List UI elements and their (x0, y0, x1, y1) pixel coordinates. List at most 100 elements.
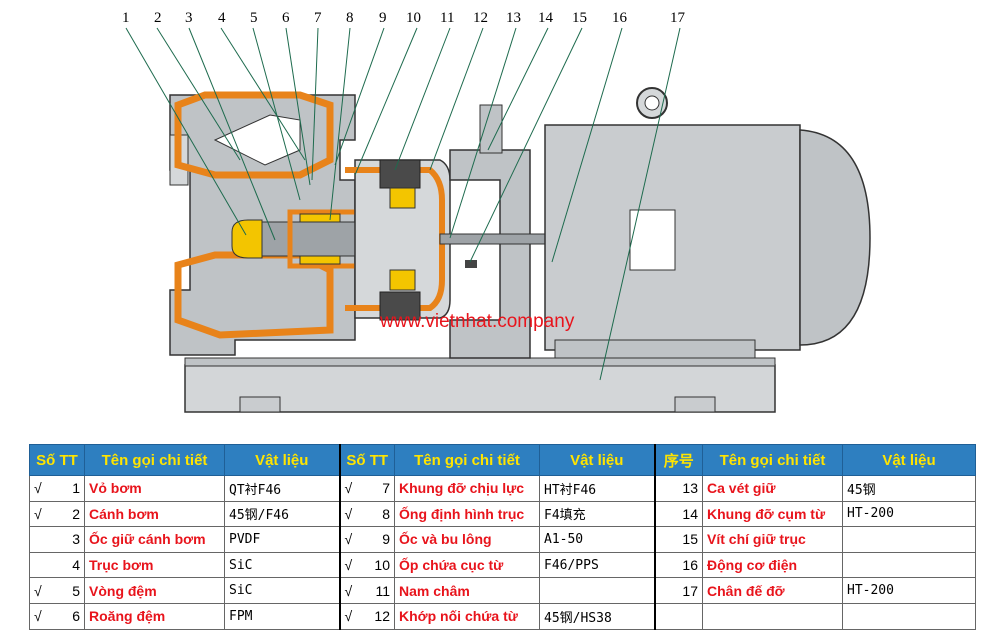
part-name: Ống định hình trục (394, 500, 540, 528)
part-number: 2 (72, 505, 80, 522)
bracket (439, 104, 551, 359)
watermark: www.vietnhat.company (379, 311, 575, 332)
part-name: Trục bơm (84, 551, 225, 579)
callout-2: 2 (154, 10, 162, 26)
callout-6: 6 (282, 10, 290, 26)
part-name: Khung đỡ cụm từ (702, 500, 843, 528)
header-name: Tên gọi chi tiết (702, 444, 843, 476)
part-name: Cánh bơm (84, 500, 225, 528)
part-material (842, 551, 976, 579)
callout-16: 16 (612, 10, 628, 26)
part-material: 45钢/F46 (224, 500, 340, 528)
callout-7: 7 (314, 10, 322, 26)
part-number-cell: √5 (29, 577, 85, 604)
callout-11: 11 (440, 10, 454, 26)
part-material: QT衬F46 (224, 475, 340, 502)
part-number-cell: 14 (653, 500, 703, 528)
header-no: Số TT (29, 444, 85, 476)
part-material: 45钢/HS38 (539, 602, 655, 630)
part-number: 14 (682, 505, 698, 522)
part-number-cell: 3 (29, 526, 85, 553)
check-mark: √ (34, 480, 42, 497)
part-material (842, 526, 976, 553)
part-number-cell: 16 (653, 551, 703, 579)
header-material: Vật liệu (224, 444, 340, 476)
part-name: Khung đỡ chịu lực (394, 475, 540, 502)
callout-10: 10 (406, 10, 421, 26)
part-number: 8 (382, 505, 390, 522)
part-name: Ca vét giữ (702, 475, 843, 502)
callout-1: 1 (122, 10, 130, 26)
part-name: Chân đế đỡ (702, 577, 843, 604)
part-name: Vít chí giữ trục (702, 526, 843, 553)
part-material (539, 577, 655, 604)
part-number-cell: √1 (29, 475, 85, 502)
part-number-cell: √9 (338, 526, 395, 553)
part-number: 12 (374, 608, 390, 625)
check-mark: √ (344, 505, 353, 522)
part-material: 45钢 (842, 475, 976, 502)
part-material: F46/PPS (539, 551, 655, 579)
part-material: F4填充 (539, 500, 655, 528)
part-number: 11 (375, 582, 390, 599)
check-mark: √ (344, 557, 353, 574)
part-number-cell: √2 (29, 500, 85, 528)
part-material: HT-200 (842, 577, 976, 604)
part-number-cell: 17 (653, 577, 703, 604)
part-number-cell: 15 (653, 526, 703, 553)
callout-3: 3 (185, 10, 193, 26)
part-name (702, 602, 843, 630)
part-number-cell: √ 11 (338, 577, 395, 604)
part-number: 15 (682, 531, 698, 548)
callout-5: 5 (250, 10, 258, 26)
part-name: Vỏ bơm (84, 475, 225, 502)
part-material (842, 602, 976, 630)
part-number: 10 (374, 557, 390, 574)
motor (544, 87, 871, 359)
part-number: 7 (382, 480, 390, 497)
part-material: PVDF (224, 526, 340, 553)
part-name: Vòng đệm (84, 577, 225, 604)
part-number-cell: √ 10 (338, 551, 395, 579)
check-mark: √ (344, 608, 353, 625)
part-number: 6 (72, 608, 80, 625)
check-mark: √ (344, 582, 353, 599)
part-number: 17 (682, 582, 698, 599)
part-name: Ốc và bu lông (394, 526, 540, 553)
part-material: HT-200 (842, 500, 976, 528)
base-frame (184, 357, 776, 413)
part-material: SiC (224, 577, 340, 604)
part-number-cell: 4 (29, 551, 85, 579)
callout-14: 14 (538, 10, 554, 26)
part-name: Ốc giữ cánh bơm (84, 526, 225, 553)
callout-12: 12 (473, 10, 488, 26)
callout-13: 13 (506, 10, 521, 26)
pump-cross-section-diagram: 1 2 3 4 5 6 7 8 9 10 11 12 13 14 15 16 1… (122, 10, 871, 413)
callout-9: 9 (379, 10, 387, 26)
part-name: Nam châm (394, 577, 540, 604)
check-mark: √ (34, 608, 42, 625)
part-number-cell (653, 602, 703, 630)
part-number-cell: √8 (338, 500, 395, 528)
part-material: SiC (224, 551, 340, 579)
part-number: 5 (72, 582, 80, 599)
part-number: 16 (682, 557, 698, 574)
callout-numbers: 1 2 3 4 5 6 7 8 9 10 11 12 13 14 15 16 1… (122, 10, 686, 26)
part-name: Động cơ điện (702, 551, 843, 579)
part-material: A1-50 (539, 526, 655, 553)
magnet-housing (345, 159, 451, 321)
part-number: 9 (382, 531, 390, 548)
header-no: Số TT (338, 444, 395, 476)
callout-15: 15 (572, 10, 587, 26)
part-number-cell: 13 (653, 475, 703, 502)
callout-17: 17 (670, 10, 686, 26)
header-material: Vật liệu (842, 444, 976, 476)
